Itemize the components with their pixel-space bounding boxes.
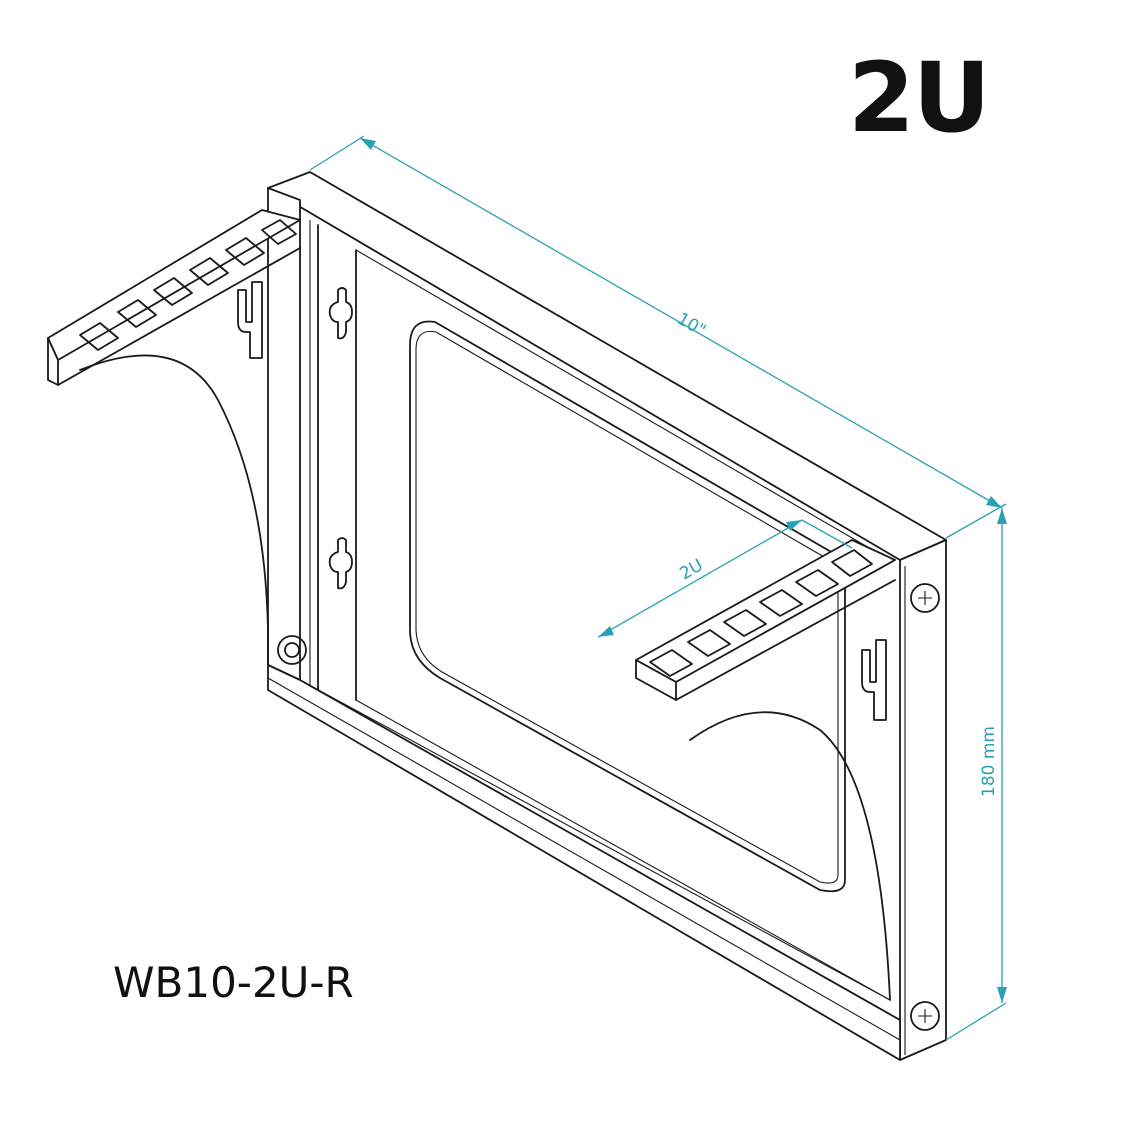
rack-size-label: 2U [848, 42, 991, 154]
left-shelf-arm [47, 209, 307, 666]
window-cutout [409, 320, 846, 893]
right-shelf-arm [635, 539, 896, 1001]
height-dimension-label: 180 mm [979, 726, 999, 797]
screw-icon [910, 1001, 940, 1031]
shelf-dimension-label: 2U [677, 555, 707, 584]
keyhole-slot-icon [328, 537, 353, 590]
shelf-dimension [597, 519, 853, 638]
frame-outline [267, 171, 947, 1061]
keyhole-slot-icon [328, 287, 353, 340]
model-number-label: WB10-2U-R [113, 958, 354, 1007]
height-dimension [945, 508, 1007, 1041]
screw-icon [910, 583, 940, 613]
width-dimension [309, 135, 1007, 539]
